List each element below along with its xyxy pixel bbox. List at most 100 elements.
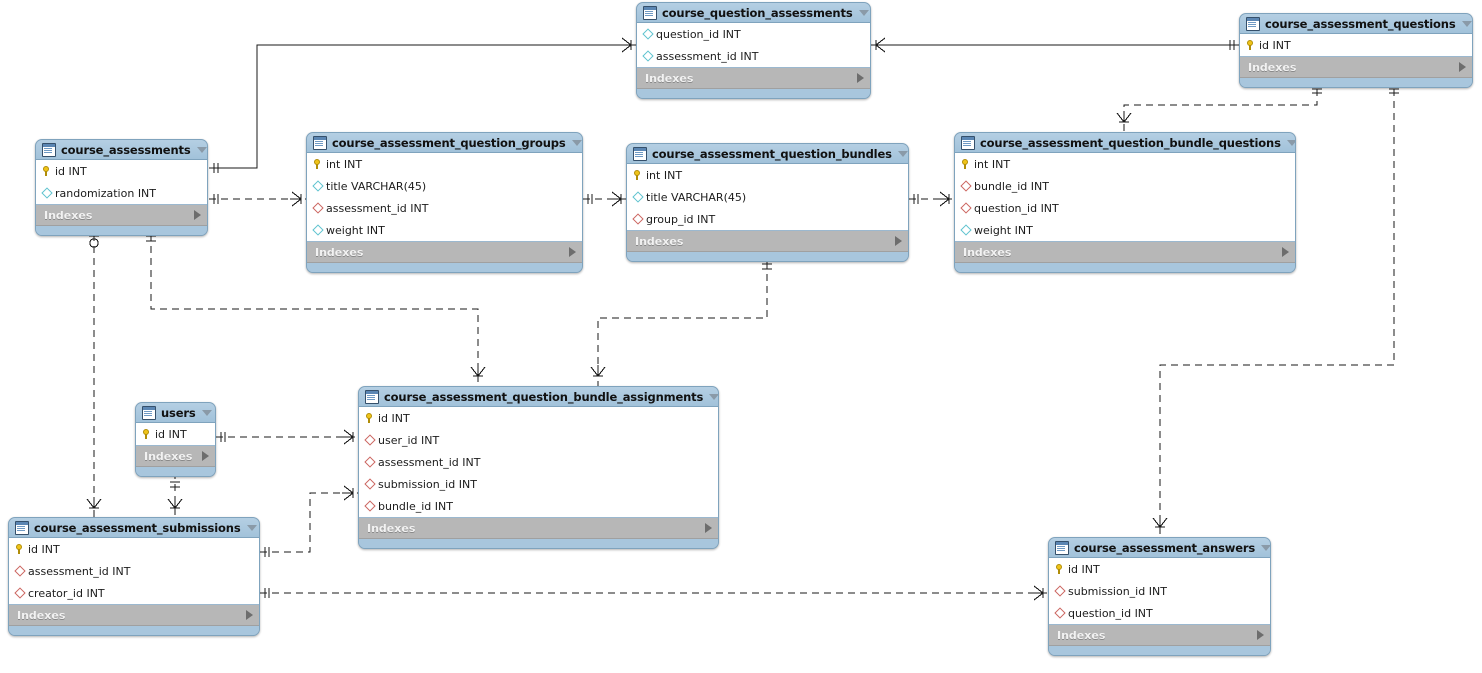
column-row[interactable]: creator_id INT [9, 582, 259, 604]
diamond-red-icon [363, 434, 376, 446]
table-header-course_assessment_questions[interactable]: course_assessment_questions [1240, 14, 1472, 34]
column-row[interactable]: id INT [359, 407, 718, 429]
column-row[interactable]: int INT [627, 164, 908, 186]
caret-down-icon[interactable] [246, 524, 257, 531]
rel-submissions-assignments-ends [264, 485, 354, 557]
column-row[interactable]: assessment_id INT [359, 451, 718, 473]
caret-down-icon[interactable] [201, 409, 212, 416]
column-type: INT [1030, 179, 1049, 193]
column-row[interactable]: question_id INT [955, 197, 1295, 219]
column-type: INT [68, 164, 87, 178]
table-header-course_assessment_question_bundle_assignments[interactable]: course_assessment_question_bundle_assign… [359, 387, 718, 407]
indexes-section-course_question_assessments[interactable]: Indexes [637, 68, 870, 89]
table-header-course_assessment_submissions[interactable]: course_assessment_submissions [9, 518, 259, 538]
column-name: submission_id [1068, 584, 1146, 598]
caret-down-icon[interactable] [1461, 20, 1472, 27]
column-name: id [1068, 562, 1079, 576]
column-row[interactable]: int INT [307, 153, 582, 175]
column-row[interactable]: user_id INT [359, 429, 718, 451]
triangle-right-icon[interactable] [194, 210, 201, 220]
triangle-right-icon[interactable] [1459, 62, 1466, 72]
diamond-blue-icon [631, 191, 644, 203]
rel-questions-bundlequestions [1123, 89, 1318, 132]
column-row[interactable]: question_id INT [637, 23, 870, 45]
column-row[interactable]: randomization INT [36, 182, 207, 204]
column-row[interactable]: id INT [9, 538, 259, 560]
triangle-right-icon[interactable] [1282, 247, 1289, 257]
triangle-right-icon[interactable] [569, 247, 576, 257]
table-columns-course_assessment_questions: id INT [1240, 34, 1472, 57]
diamond-red-icon [1053, 607, 1066, 619]
column-row[interactable]: int INT [955, 153, 1295, 175]
table-header-users[interactable]: users [136, 403, 215, 423]
column-row[interactable]: title VARCHAR(45) [307, 175, 582, 197]
column-row[interactable]: id INT [136, 423, 215, 445]
key-icon [42, 166, 51, 176]
key-icon [961, 159, 970, 169]
column-type: VARCHAR(45) [671, 190, 747, 204]
column-row[interactable]: assessment_id INT [637, 45, 870, 67]
table-header-course_assessment_answers[interactable]: course_assessment_answers [1049, 538, 1270, 558]
column-row[interactable]: id INT [1049, 558, 1270, 580]
column-row[interactable]: id INT [36, 160, 207, 182]
diamond-blue-icon [311, 180, 324, 192]
table-course_assessment_question_bundle_assignments[interactable]: course_assessment_question_bundle_assign… [358, 386, 719, 549]
triangle-right-icon[interactable] [246, 610, 253, 620]
column-row[interactable]: submission_id INT [1049, 580, 1270, 602]
diamond-red-icon [363, 478, 376, 490]
caret-down-icon[interactable] [897, 150, 908, 157]
diamond-red-icon [1053, 585, 1066, 597]
table-header-course_assessments[interactable]: course_assessments [36, 140, 207, 160]
column-row[interactable]: assessment_id INT [307, 197, 582, 219]
caret-down-icon[interactable] [196, 146, 207, 153]
caret-down-icon[interactable] [709, 393, 718, 400]
triangle-right-icon[interactable] [1257, 630, 1264, 640]
column-row[interactable]: group_id INT [627, 208, 908, 230]
caret-down-icon[interactable] [571, 139, 582, 146]
diamond-red-icon [363, 456, 376, 468]
triangle-right-icon[interactable] [895, 236, 902, 246]
column-row[interactable]: bundle_id INT [955, 175, 1295, 197]
column-row[interactable]: bundle_id INT [359, 495, 718, 517]
table-header-course_question_assessments[interactable]: course_question_assessments [637, 3, 870, 23]
column-row[interactable]: submission_id INT [359, 473, 718, 495]
column-name: weight [974, 223, 1012, 237]
triangle-right-icon[interactable] [705, 523, 712, 533]
table-footer [136, 467, 215, 476]
caret-down-icon[interactable] [858, 9, 869, 16]
triangle-right-icon[interactable] [202, 451, 209, 461]
triangle-right-icon[interactable] [857, 73, 864, 83]
column-row[interactable]: id INT [1240, 34, 1472, 56]
indexes-section-course_assessment_question_bundle_assignments[interactable]: Indexes [359, 518, 718, 539]
table-header-course_assessment_question_bundle_questions[interactable]: course_assessment_question_bundle_questi… [955, 133, 1295, 153]
indexes-section-course_assessments[interactable]: Indexes [36, 205, 207, 226]
indexes-section-course_assessment_answers[interactable]: Indexes [1049, 625, 1270, 646]
caret-down-icon[interactable] [1286, 139, 1295, 146]
indexes-section-course_assessment_questions[interactable]: Indexes [1240, 57, 1472, 78]
indexes-section-course_assessment_question_bundle_questions[interactable]: Indexes [955, 242, 1295, 263]
column-row[interactable]: question_id INT [1049, 602, 1270, 624]
column-row[interactable]: weight INT [307, 219, 582, 241]
indexes-section-course_assessment_question_groups[interactable]: Indexes [307, 242, 582, 263]
caret-down-icon[interactable] [1261, 544, 1270, 551]
table-header-course_assessment_question_bundles[interactable]: course_assessment_question_bundles [627, 144, 908, 164]
table-header-course_assessment_question_groups[interactable]: course_assessment_question_groups [307, 133, 582, 153]
indexes-section-course_assessment_submissions[interactable]: Indexes [9, 605, 259, 626]
table-course_assessment_question_bundle_questions[interactable]: course_assessment_question_bundle_questi… [954, 132, 1296, 273]
column-type: INT [434, 499, 453, 513]
column-row[interactable]: weight INT [955, 219, 1295, 241]
column-row[interactable]: title VARCHAR(45) [627, 186, 908, 208]
indexes-section-course_assessment_question_bundles[interactable]: Indexes [627, 231, 908, 252]
column-row[interactable]: assessment_id INT [9, 560, 259, 582]
indexes-section-users[interactable]: Indexes [136, 446, 215, 467]
